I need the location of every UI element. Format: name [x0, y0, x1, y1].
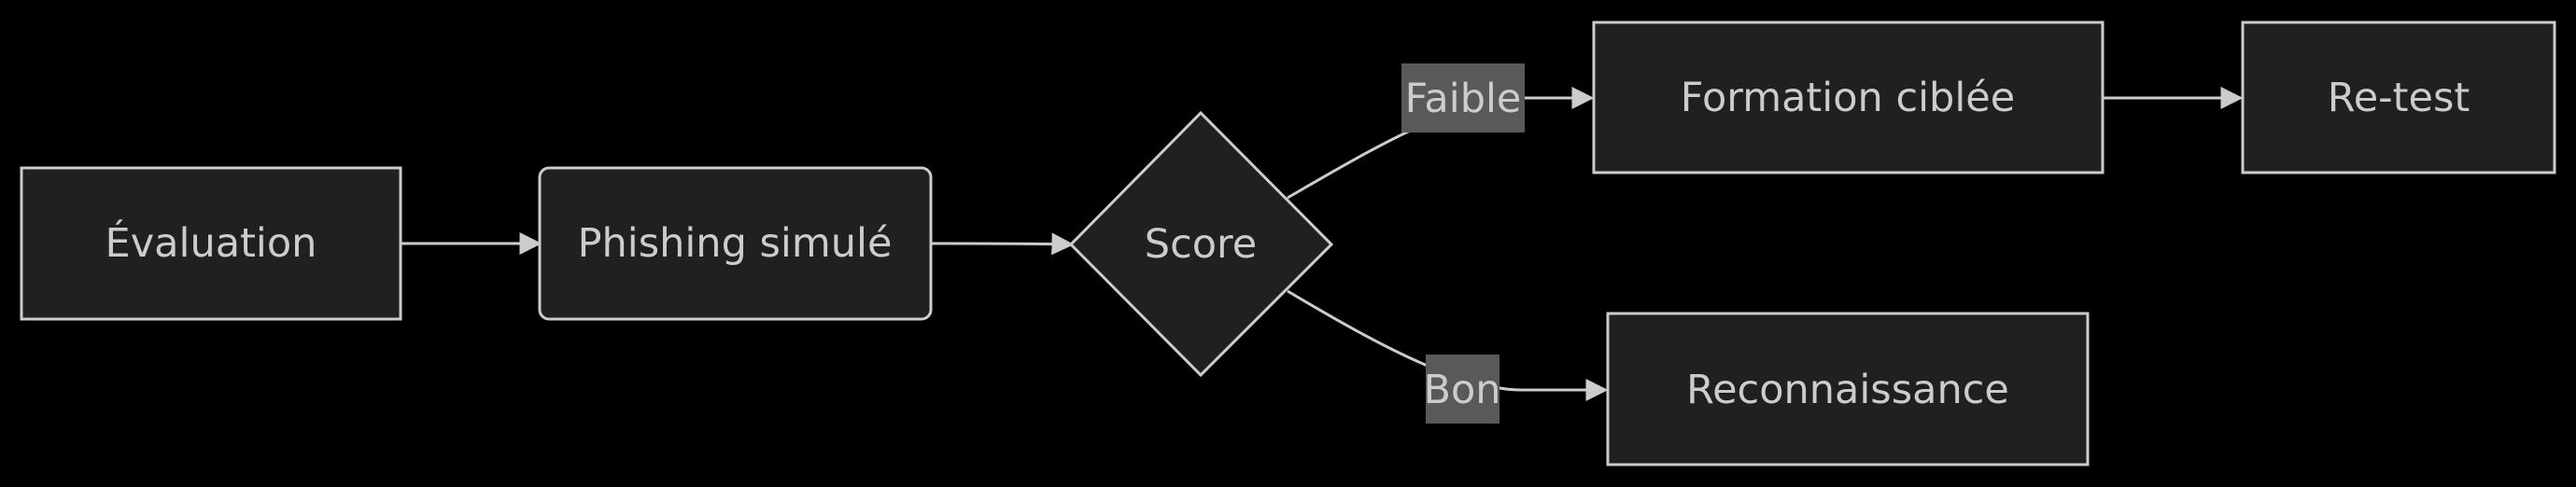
node-evaluation[interactable]: Évaluation: [20, 166, 402, 321]
node-score-decision[interactable]: Score: [1068, 110, 1334, 378]
node-phishing-simule-label: Phishing simulé: [578, 220, 893, 267]
node-re-test-label: Re-test: [2328, 75, 2470, 121]
edge-label-faible: Faible: [1401, 63, 1525, 132]
node-phishing-simule[interactable]: Phishing simulé: [538, 166, 933, 321]
node-reconnaissance-label: Reconnaissance: [1686, 367, 2009, 413]
node-score-label: Score: [1145, 221, 1257, 268]
node-formation-ciblee[interactable]: Formation ciblée: [1592, 21, 2104, 174]
node-formation-ciblee-label: Formation ciblée: [1681, 75, 2015, 121]
node-evaluation-label: Évaluation: [106, 219, 317, 267]
edge-label-faible-text: Faible: [1405, 76, 1522, 122]
node-reconnaissance[interactable]: Reconnaissance: [1606, 312, 2090, 466]
edge-label-bon-text: Bon: [1423, 367, 1500, 413]
node-re-test[interactable]: Re-test: [2241, 21, 2556, 174]
edge-label-bon: Bon: [1423, 355, 1501, 424]
